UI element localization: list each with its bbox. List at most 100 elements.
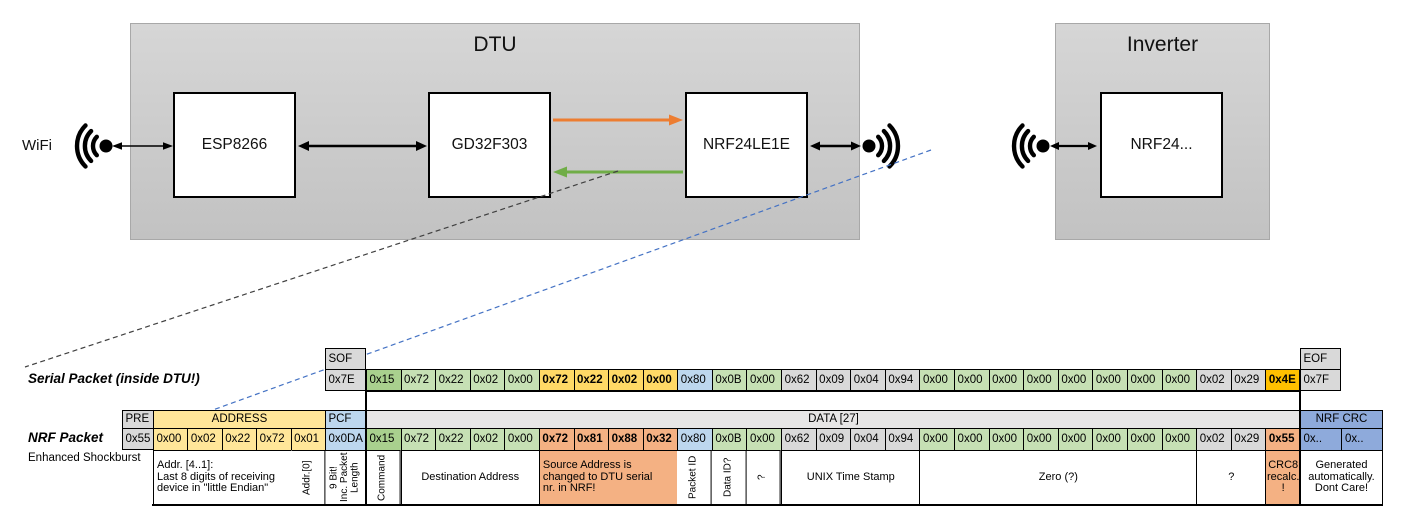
annotation-cell: 9 Bit! Inc. Packet Length [324,450,366,505]
nrf-packet-label: NRF Packet [28,430,104,445]
nrf-byte: 0x94 [884,428,920,450]
nrf-byte: 0x55 [1265,428,1300,450]
serial-byte: 0x00 [642,369,678,391]
serial-byte: 0x00 [746,369,782,391]
serial-byte: 0x04 [850,369,885,391]
annotation-cell: ? [1196,450,1266,505]
serial-byte: 0x22 [573,369,609,391]
serial-byte: 0x00 [954,369,989,391]
inverter-container: Inverter [1055,23,1270,240]
serial-byte: 0x0B [711,369,747,391]
serial-byte: 0x62 [781,369,816,391]
serial-byte: 0x00 [988,369,1024,391]
data-block-left-border [365,369,367,506]
address-byte: 0x22 [221,428,257,450]
serial-packet-label: Serial Packet (inside DTU!) [28,371,200,386]
nrf-byte: 0x09 [815,428,851,450]
address-byte: 0x00 [153,428,188,450]
nrf-byte: 0x02 [1196,428,1231,450]
nrf-byte: 0x0B [711,428,747,450]
nrf-byte: 0x62 [781,428,816,450]
sof-header: SOF [324,348,366,369]
nrf-byte: 0x81 [573,428,609,450]
nrf-byte: 0x04 [850,428,885,450]
annotation-cell: ? [746,450,782,505]
annotation-cell: Destination Address [400,450,539,505]
gd32f303-box: GD32F303 [428,92,551,198]
inverter-title: Inverter [1126,33,1199,56]
annotation-cell: Source Address is changed to DTU serial … [538,450,678,505]
wifi-icon-dtu-left [74,123,113,169]
serial-byte: 0x80 [677,369,712,391]
annotation-cell: Addr. [4..1]: Last 8 digits of receiving… [153,450,291,505]
annotation-cell: CRC8 recalc. ! [1265,450,1300,505]
serial-byte: 0x09 [815,369,851,391]
pcf-value: 0x0DA [324,428,366,450]
serial-byte: 0x15 [365,369,401,391]
annotation-cell: Command [365,450,401,505]
serial-row-bottom-border [365,390,1301,392]
serial-byte: 0x72 [400,369,436,391]
nrf-byte: 0x88 [608,428,643,450]
eof-header: EOF [1299,348,1342,369]
nrf-byte: 0x00 [504,428,539,450]
nrf-byte: 0x00 [1023,428,1058,450]
serial-byte: 0x02 [469,369,505,391]
nrf-byte: 0x15 [365,428,401,450]
nrf-byte: 0x32 [642,428,678,450]
annotation-cell: Zero (?) [919,450,1197,505]
esp8266-box: ESP8266 [173,92,296,198]
annotation-bottom-border [152,504,1383,506]
nrf-header-pre: PRE [122,410,153,428]
nrf-byte: 0x29 [1230,428,1266,450]
wifi-icon-inverter [1011,123,1050,169]
serial-byte: 0x22 [435,369,470,391]
nrf-crc-byte: 0x.. [1341,428,1383,450]
nrf-byte: 0x02 [469,428,505,450]
address-byte: 0x72 [256,428,291,450]
serial-byte: 0x00 [1127,369,1162,391]
serial-byte: 0x02 [608,369,643,391]
nrf-byte: 0x80 [677,428,712,450]
enhanced-shockburst-label: Enhanced Shockburst [28,452,141,464]
nrf-byte: 0x72 [538,428,574,450]
data-block-right-border [1299,369,1301,506]
nrf-byte: 0x00 [1092,428,1128,450]
nrf-byte: 0x72 [400,428,436,450]
nrf-byte: 0x00 [746,428,782,450]
serial-byte: 0x72 [538,369,574,391]
eof-value: 0x7F [1299,369,1342,391]
serial-byte: 0x02 [1196,369,1231,391]
dtu-title: DTU [473,33,517,56]
serial-byte: 0x00 [919,369,955,391]
inverter-nrf24-box: NRF24... [1100,92,1223,198]
nrf-byte: 0x00 [1161,428,1197,450]
nrf-header-address: ADDRESS [153,410,325,428]
serial-byte: 0x94 [884,369,920,391]
nrf-header-nrf-crc: NRF CRC [1299,410,1383,428]
serial-byte: 0x00 [504,369,539,391]
serial-byte: 0x4E [1265,369,1300,391]
address-byte: 0x02 [187,428,222,450]
wifi-icon-dtu-right [862,123,901,169]
nrf-byte: 0x00 [1127,428,1162,450]
nrf-byte: 0x00 [988,428,1024,450]
nrf-header-pcf: PCF [324,410,366,428]
pre-value: 0x55 [122,428,153,450]
nrf24le1e-box: NRF24LE1E [685,92,808,198]
serial-byte: 0x00 [1092,369,1128,391]
nrf-header-data-27-: DATA [27] [365,410,1300,428]
nrf-byte: 0x22 [435,428,470,450]
serial-byte: 0x29 [1230,369,1266,391]
annotation-cell: Data ID? [711,450,747,505]
wifi-label: WiFi [22,137,52,154]
nrf-byte: 0x00 [954,428,989,450]
serial-byte: 0x00 [1057,369,1093,391]
address-byte: 0x01 [290,428,325,450]
serial-byte: 0x00 [1023,369,1058,391]
nrf-byte: 0x00 [919,428,955,450]
annotation-cell: Generated automatically. Dont Care! [1299,450,1383,505]
annotation-cell: Packet ID [677,450,712,505]
